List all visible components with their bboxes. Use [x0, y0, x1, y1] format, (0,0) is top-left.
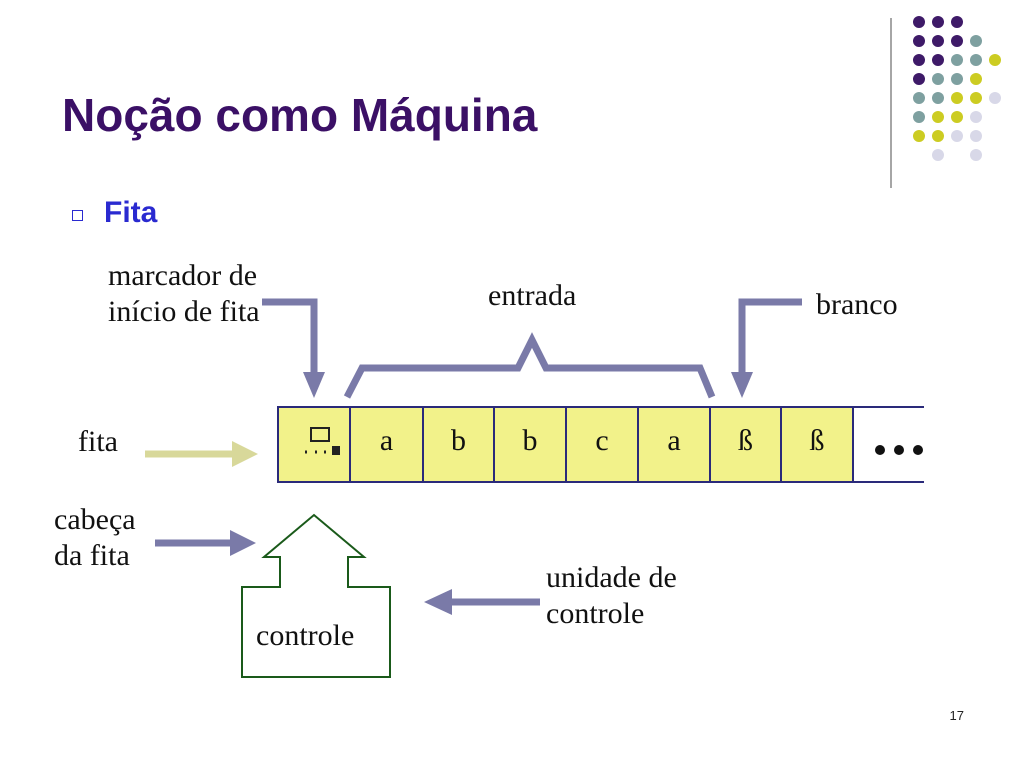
- blank-arrow: [738, 298, 802, 382]
- tape-ellipsis: [875, 445, 923, 455]
- blank-label: branco: [816, 288, 898, 321]
- control-box: [241, 513, 391, 678]
- control-unit-label: unidade de controle: [546, 561, 677, 630]
- bullet-text: Fita: [104, 196, 158, 229]
- bullet-checkbox-icon: [72, 210, 83, 221]
- tape-head-label: cabeça da fita: [54, 503, 136, 572]
- tape-cell-7: ß: [809, 424, 825, 457]
- tape-cell-5: a: [667, 424, 681, 457]
- tape-cell-4: c: [595, 424, 609, 457]
- start-marker-label: marcador de início de fita: [108, 259, 260, 328]
- input-label: entrada: [488, 279, 577, 312]
- tape: [277, 406, 924, 483]
- start-marker-symbol: [305, 427, 340, 455]
- tape-cell-1: a: [379, 424, 394, 457]
- control-box-label: controle: [256, 619, 355, 652]
- tape-cell-2: b: [451, 424, 466, 457]
- decorative-dot-grid: [913, 16, 1001, 161]
- slide-title: Noção como Máquina: [62, 89, 538, 141]
- start-marker-arrow: [262, 298, 318, 382]
- tape-cell-3: b: [522, 424, 538, 457]
- tape-cell-6: ß: [738, 424, 753, 457]
- tape-label: fita: [78, 425, 118, 458]
- input-brace: [343, 332, 716, 399]
- page-number: 17: [949, 708, 964, 723]
